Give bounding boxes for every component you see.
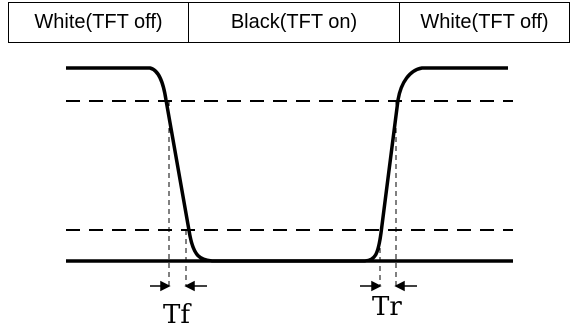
luminance-waveform [66, 66, 508, 263]
header-cell-white-off-right: White(TFT off) [420, 11, 549, 33]
rise-time-arrows [360, 280, 417, 292]
header-cell-white-off-left: White(TFT off) [9, 3, 189, 42]
state-header-table: White(TFT off) Black(TFT on) White(TFT o… [8, 2, 570, 43]
rise-time-label: Tr [372, 292, 402, 322]
fall-time-arrows [150, 280, 207, 292]
header-cell-black-on: Black(TFT on) [189, 3, 400, 42]
fall-time-label: Tf [163, 300, 192, 330]
